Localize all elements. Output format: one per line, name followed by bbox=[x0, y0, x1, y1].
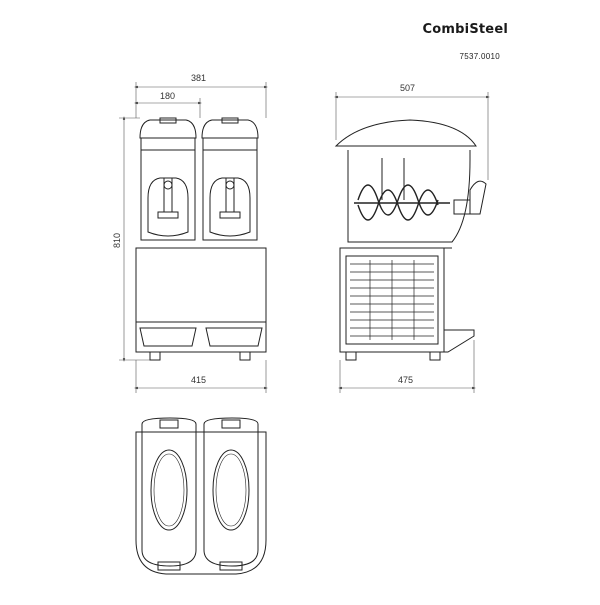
right-bowl-lid bbox=[201, 119, 259, 139]
front-foot-left bbox=[149, 351, 161, 361]
right-tap-lever bbox=[225, 178, 235, 213]
front-view: 381 180 810 bbox=[112, 73, 268, 393]
left-drip-tray bbox=[139, 327, 197, 347]
left-bowl-lid bbox=[139, 119, 197, 139]
dim-label-381: 381 bbox=[191, 73, 206, 83]
grille-slots bbox=[350, 260, 434, 340]
dim-label-507: 507 bbox=[400, 83, 415, 93]
dim-front-height bbox=[119, 116, 150, 362]
side-view: 507 bbox=[334, 83, 490, 393]
side-tap-lever bbox=[469, 180, 487, 215]
left-lid-handle bbox=[159, 117, 177, 124]
side-foot-left bbox=[345, 351, 357, 361]
dim-front-total-width bbox=[134, 82, 268, 118]
top-outer-frame bbox=[135, 431, 267, 575]
front-base-cabinet bbox=[135, 247, 267, 353]
side-base-cabinet bbox=[339, 247, 445, 353]
brand-logo-text: CombiSteel bbox=[422, 22, 508, 37]
side-foot-right bbox=[429, 351, 441, 361]
front-foot-right bbox=[239, 351, 251, 361]
side-lid bbox=[334, 119, 477, 147]
model-code: 7537.0010 bbox=[459, 52, 500, 61]
side-drip-tray bbox=[443, 329, 475, 353]
dim-label-180: 180 bbox=[160, 91, 175, 101]
dim-side-base-width bbox=[338, 340, 476, 393]
top-left-window bbox=[150, 449, 188, 531]
right-tap-housing bbox=[209, 177, 251, 237]
top-right-window bbox=[212, 449, 250, 531]
vent-grille bbox=[345, 255, 439, 345]
side-bowl bbox=[347, 150, 471, 243]
dim-front-bowl-width bbox=[134, 98, 202, 118]
top-right-bowl bbox=[203, 417, 259, 567]
left-tap-housing bbox=[147, 177, 189, 237]
left-tap-lever bbox=[163, 178, 173, 213]
right-drip-tray bbox=[205, 327, 263, 347]
right-bowl-body bbox=[202, 138, 258, 241]
top-left-bowl bbox=[141, 417, 197, 567]
left-bowl-body bbox=[140, 138, 196, 241]
dim-label-415: 415 bbox=[191, 375, 206, 385]
dim-side-top-width bbox=[334, 92, 490, 180]
dim-front-base-width bbox=[134, 360, 268, 393]
auger-spiral bbox=[354, 184, 450, 221]
dim-label-475: 475 bbox=[398, 375, 413, 385]
dim-label-810: 810 bbox=[112, 233, 122, 248]
right-lid-handle bbox=[221, 117, 239, 124]
top-view bbox=[135, 417, 267, 575]
